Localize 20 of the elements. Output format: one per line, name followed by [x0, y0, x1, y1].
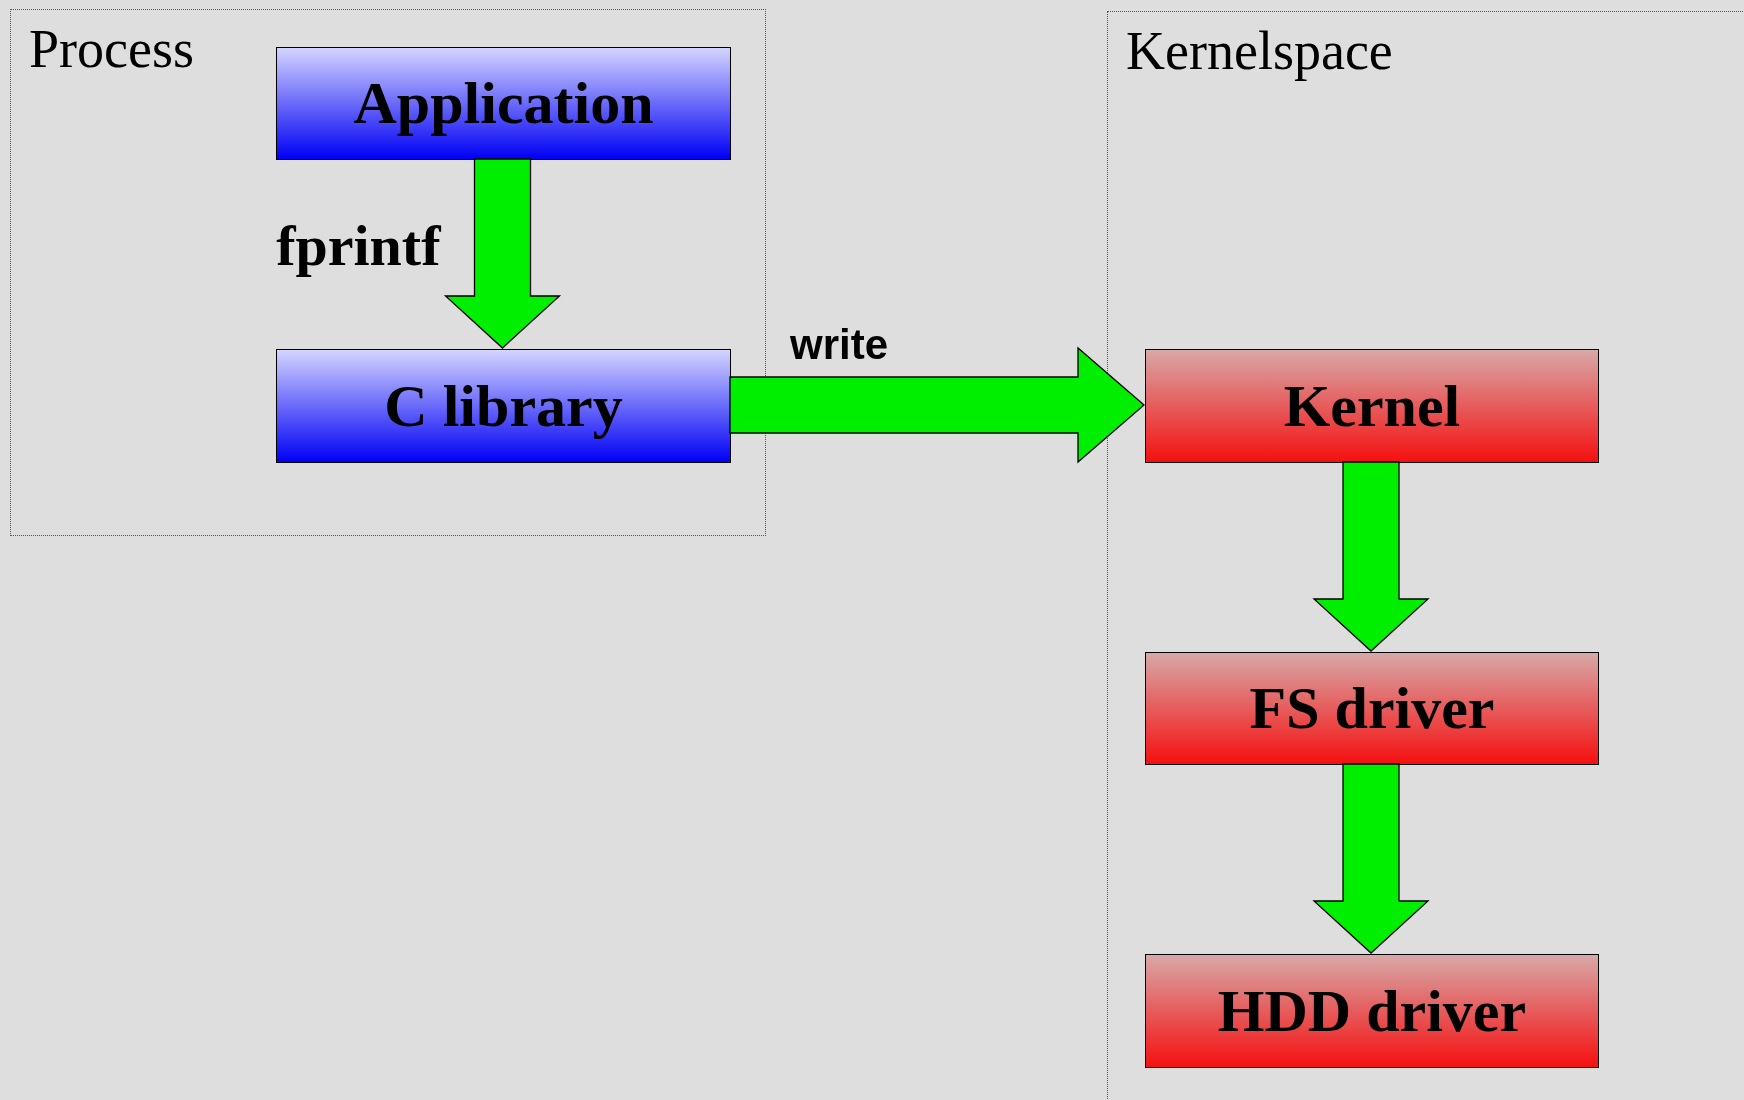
process-box [276, 349, 731, 463]
box-label: HDD driver [1217, 976, 1527, 1046]
box-label: Application [353, 69, 654, 138]
process-box [1145, 954, 1599, 1068]
box-label: C library [384, 371, 623, 441]
group-title: Process [29, 18, 194, 80]
box-label: Kernel [1283, 371, 1461, 441]
block-arrow [729, 346, 1145, 464]
box-label: FS driver [1249, 674, 1495, 743]
group-title: Kernelspace [1126, 20, 1393, 82]
group-frame [1107, 11, 1744, 1100]
block-arrow [443, 158, 562, 349]
edge-label: fprintf [276, 211, 441, 279]
block-arrow [1312, 763, 1430, 954]
process-box [1145, 349, 1599, 463]
group-frame [10, 9, 766, 536]
edge-label: write [790, 321, 889, 369]
process-box [1145, 652, 1599, 765]
process-box [276, 47, 731, 160]
block-arrow [1312, 461, 1430, 652]
